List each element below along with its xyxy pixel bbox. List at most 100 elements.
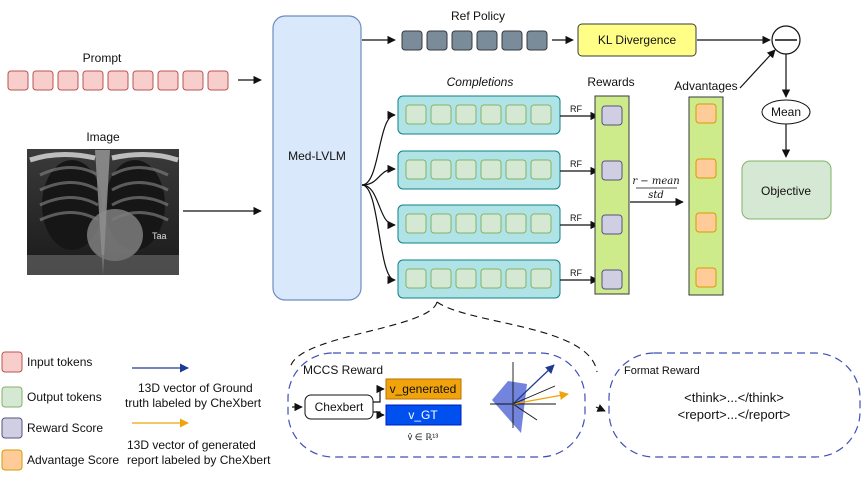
rf-label: RF	[570, 213, 582, 223]
output-token	[480, 213, 502, 234]
advantage-score-cells	[695, 103, 717, 288]
med-lvlm-box	[272, 15, 362, 301]
format-reward-title: Format Reward	[624, 365, 700, 377]
completions-label: Completions	[447, 75, 514, 89]
output-token	[430, 159, 452, 180]
ref-policy-token	[426, 30, 448, 51]
legend-input-label: Input tokens	[27, 355, 92, 369]
kl-divergence-box	[577, 23, 697, 57]
med-lvlm-label: Med-LVLM	[288, 149, 346, 163]
format-reward-panel	[608, 352, 861, 458]
v-generated-label: v_generated	[390, 382, 457, 396]
rf-label: RF	[570, 104, 582, 114]
completion-to-format-dashed	[436, 301, 598, 373]
reward-score-cells	[601, 105, 623, 290]
output-token	[405, 213, 427, 234]
image-label: Image	[86, 130, 120, 144]
legend-output-label: Output tokens	[27, 390, 102, 404]
legend-advantage-label: Advantage Score	[27, 453, 119, 467]
v-generated-box	[385, 378, 462, 400]
chest-xray-image: Taa	[27, 149, 179, 275]
ref-policy-label: Ref Policy	[451, 9, 505, 23]
legend-reward-swatch	[1, 417, 23, 439]
output-token	[430, 213, 452, 234]
input-token	[82, 70, 104, 91]
legend-output-swatch	[1, 386, 23, 408]
output-token	[405, 159, 427, 180]
lvlm-fanout-arrows	[361, 110, 396, 285]
mean-label: Mean	[771, 105, 801, 119]
legend-gt-line2: truth labeled by CheXbert	[125, 396, 262, 410]
objective-label: Objective	[761, 184, 811, 198]
input-token	[57, 70, 79, 91]
format-reward-line2: <report>...</report>	[678, 407, 791, 422]
format-reward-line1: <think>...</think>	[684, 390, 784, 405]
chexbert-label: Chexbert	[315, 400, 364, 414]
output-token	[430, 268, 452, 289]
vector-space-label: v̂ ∈ ℝ¹³	[408, 432, 438, 442]
advantage-score-cell	[695, 267, 717, 288]
output-token	[530, 213, 552, 234]
rf-label: RF	[570, 268, 582, 278]
rewards-column	[594, 95, 630, 295]
input-token	[7, 70, 29, 91]
legend-gen-line2: report labeled by CheXbert	[127, 453, 271, 467]
ref-policy-token	[476, 30, 498, 51]
output-token	[530, 159, 552, 180]
input-token	[107, 70, 129, 91]
reward-score-cell	[601, 160, 623, 181]
input-token	[157, 70, 179, 91]
rewards-label: Rewards	[587, 75, 634, 89]
advantages-label: Advantages	[674, 79, 737, 93]
legend-input-swatch	[1, 351, 23, 373]
reward-score-cell	[601, 269, 623, 290]
output-token	[530, 104, 552, 125]
output-token	[405, 268, 427, 289]
output-token	[455, 104, 477, 125]
format-input-arrow	[595, 404, 606, 412]
output-token	[430, 104, 452, 125]
normalize-numerator: r − mean	[632, 176, 679, 187]
xray-overlay-text: Taa	[152, 231, 167, 241]
ref-policy-token	[451, 30, 473, 51]
legend-reward-label: Reward Score	[27, 421, 103, 435]
completion-to-reward-dashed	[289, 301, 438, 371]
objective-box	[741, 160, 832, 220]
output-token	[505, 268, 527, 289]
advantages-column	[688, 96, 724, 296]
ref-policy-token	[401, 30, 423, 51]
prompt-label: Prompt	[83, 51, 122, 65]
reward-score-cell	[601, 105, 623, 126]
rf-label: RF	[570, 159, 582, 169]
legend-gt-line1: 13D vector of Ground	[138, 381, 253, 395]
output-token	[505, 104, 527, 125]
minus-circle-icon	[771, 25, 801, 55]
output-token	[405, 104, 427, 125]
output-token	[480, 159, 502, 180]
ref-policy-token	[526, 30, 548, 51]
output-token	[530, 268, 552, 289]
input-token	[32, 70, 54, 91]
normalize-denominator: std	[648, 190, 664, 201]
reward-score-cell	[601, 214, 623, 235]
advantage-score-cell	[695, 158, 717, 179]
advantage-score-cell	[695, 103, 717, 124]
output-token	[455, 213, 477, 234]
prompt-tokens	[7, 70, 229, 91]
output-token	[505, 213, 527, 234]
completions-rows: RF RF RF RF	[397, 95, 599, 299]
chexbert-box	[304, 394, 374, 420]
vector-space-icon	[490, 362, 569, 433]
ref-policy-tokens	[401, 30, 548, 51]
output-token	[455, 159, 477, 180]
legend: Input tokens Output tokens Reward Score …	[1, 351, 271, 471]
kl-divergence-label: KL Divergence	[598, 33, 677, 47]
input-token	[207, 70, 229, 91]
output-token	[480, 268, 502, 289]
advantage-score-cell	[695, 212, 717, 233]
input-token	[182, 70, 204, 91]
chexbert-to-gt-arrow	[373, 410, 385, 420]
v-gt-label: v_GT	[408, 408, 438, 422]
output-token	[455, 268, 477, 289]
output-token	[505, 159, 527, 180]
